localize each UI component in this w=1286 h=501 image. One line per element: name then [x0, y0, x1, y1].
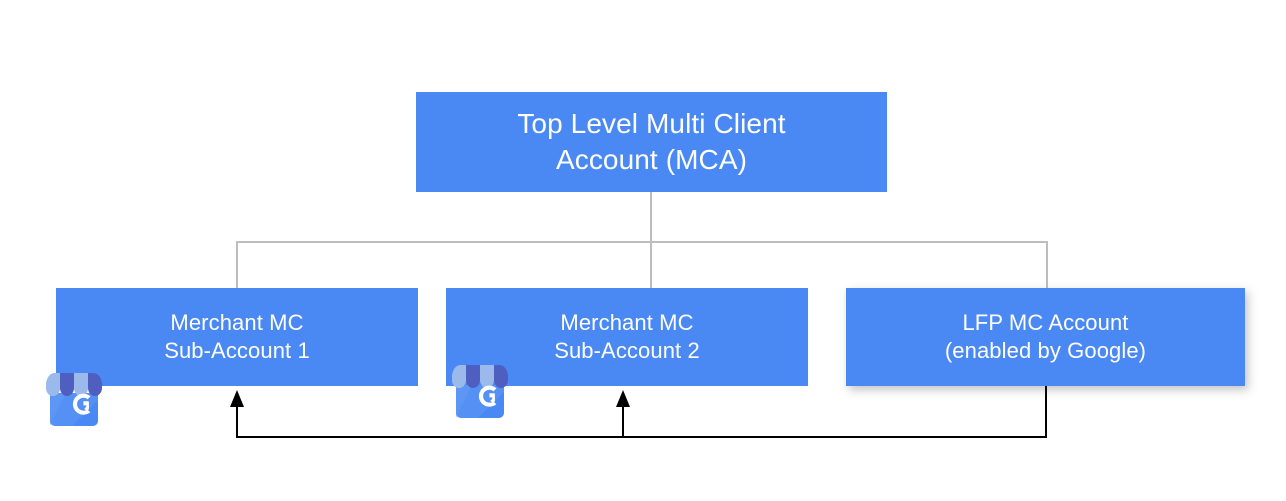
node-merchant-sub-account-1-text: Merchant MC Sub-Account 1 — [56, 309, 418, 365]
node-top-level-mca-line1: Top Level Multi Client — [517, 108, 786, 140]
node-merchant-sub-account-2-line1: Merchant MC — [560, 309, 694, 335]
connector-drop-sub-account-2 — [650, 241, 652, 289]
arrowhead-to-sub-account-2 — [616, 390, 630, 407]
node-lfp-mc-account-line1: LFP MC Account — [962, 309, 1129, 335]
google-business-profile-storefront-icon — [41, 366, 107, 432]
node-merchant-sub-account-1-line2: Sub-Account 1 — [164, 338, 310, 363]
node-top-level-mca[interactable]: Top Level Multi Client Account (MCA) — [416, 92, 887, 192]
node-lfp-mc-account-line2: (enabled by Google) — [944, 338, 1147, 363]
connector-drop-lfp-account — [1046, 241, 1048, 289]
node-lfp-mc-account-text: LFP MC Account (enabled by Google) — [846, 309, 1245, 365]
feedback-line-to-sub-account-1 — [236, 404, 238, 438]
feedback-line-to-sub-account-2 — [622, 404, 624, 438]
node-merchant-sub-account-2-text: Merchant MC Sub-Account 2 — [446, 309, 808, 365]
node-top-level-mca-line2: Account (MCA) — [555, 144, 748, 175]
node-lfp-mc-account[interactable]: LFP MC Account (enabled by Google) — [846, 288, 1245, 386]
node-merchant-sub-account-1[interactable]: Merchant MC Sub-Account 1 — [56, 288, 418, 386]
connector-horizontal-bus — [236, 241, 1048, 243]
google-business-profile-storefront-icon — [447, 358, 513, 424]
connector-drop-sub-account-1 — [236, 241, 238, 289]
node-merchant-sub-account-2-line2: Sub-Account 2 — [554, 338, 700, 363]
node-top-level-mca-text: Top Level Multi Client Account (MCA) — [416, 106, 887, 178]
feedback-horizontal-bus — [236, 436, 1047, 438]
node-merchant-sub-account-2[interactable]: Merchant MC Sub-Account 2 — [446, 288, 808, 386]
node-merchant-sub-account-1-line1: Merchant MC — [170, 309, 304, 335]
arrowhead-to-sub-account-1 — [230, 390, 244, 407]
connector-root-stem — [650, 192, 652, 243]
feedback-line-from-lfp — [1045, 386, 1047, 438]
